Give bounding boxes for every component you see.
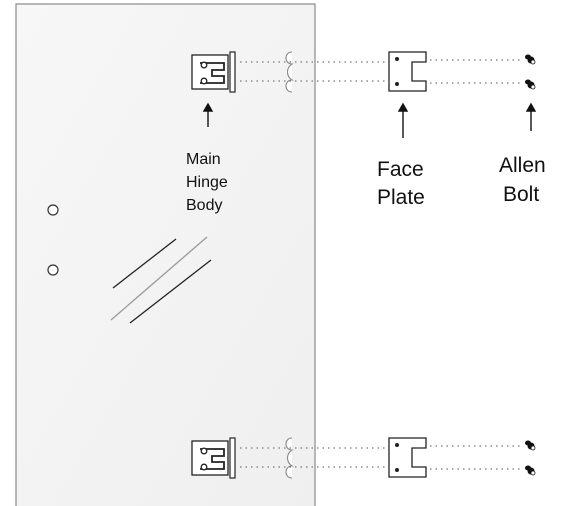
glass-door-panel — [15, 3, 316, 506]
allen-bolt-label-line-2: Bolt — [503, 183, 539, 206]
door-hole-upper — [47, 204, 59, 216]
allen-bolt-upper — [525, 54, 536, 65]
glass-reflection-lines — [110, 236, 212, 324]
label-allen-bolt: Allen Bolt — [499, 154, 546, 206]
label-main-hinge-body: Main Hinge Body — [186, 151, 228, 214]
hinge-body-arrow — [202, 102, 214, 127]
face-plate-label-line-1: Face — [377, 158, 424, 181]
face-plate — [388, 51, 427, 92]
hinge-body-label-line-3: Body — [186, 197, 222, 214]
main-hinge-body-bottom — [191, 437, 236, 479]
allen-bolt-label-line-1: Allen — [499, 154, 546, 177]
hinge-body-label-line-2: Hinge — [186, 174, 228, 191]
allen-bolt-lower — [525, 79, 536, 90]
label-face-plate: Face Plate — [377, 158, 425, 209]
hinge-body-label-line-1: Main — [186, 151, 221, 168]
hinge-set-top — [191, 51, 536, 93]
face-plate-arrow — [397, 102, 409, 138]
door-hole-lower — [47, 264, 59, 276]
main-hinge-body — [191, 51, 236, 93]
face-plate-bottom — [388, 437, 427, 478]
face-plate-label-line-2: Plate — [377, 186, 425, 209]
allen-bolt-upper-bottom — [525, 440, 536, 451]
allen-bolt-arrow — [525, 102, 537, 131]
label-arrows — [202, 102, 537, 138]
allen-bolt-lower-bottom — [525, 465, 536, 476]
hinge-set-bottom — [191, 437, 536, 479]
